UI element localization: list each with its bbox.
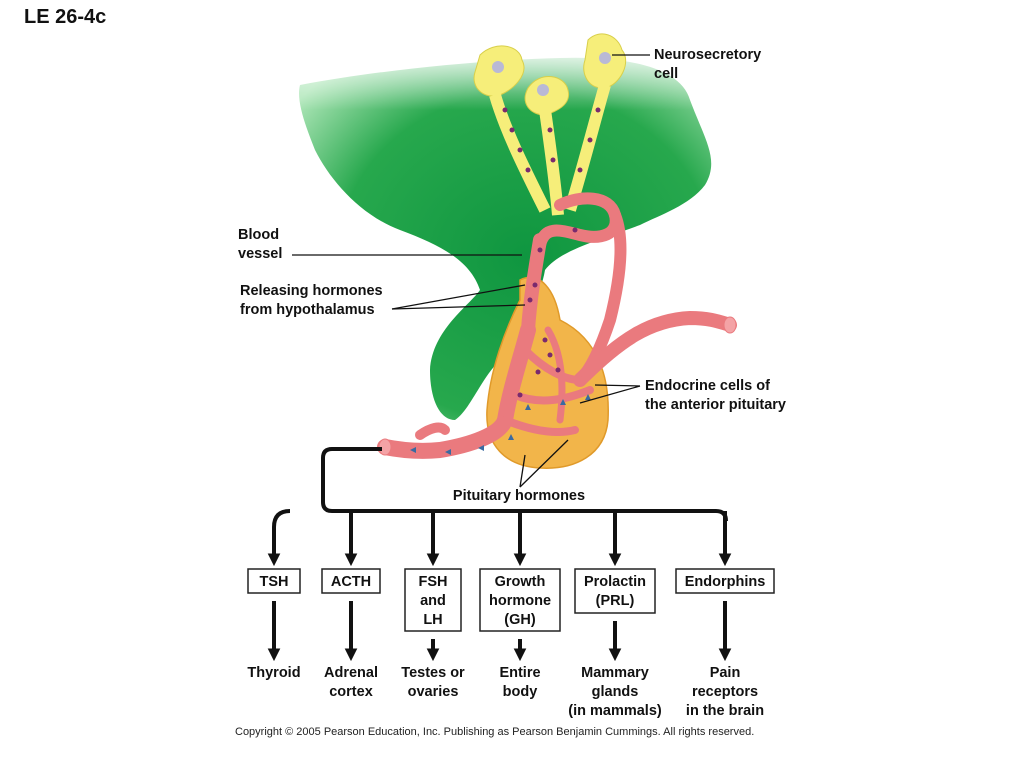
hormone-box-border <box>574 568 656 614</box>
label-blood-vessel: Blood vessel <box>238 227 282 262</box>
neurosecretory-cells <box>473 33 627 216</box>
hormone-box-border <box>479 568 561 632</box>
hormone-name-line: TSH <box>260 574 289 590</box>
label-pituitary-hormones: Pituitary hormones <box>453 488 585 504</box>
target-line: in the brain <box>686 703 764 719</box>
label-endocrine-cells: Endocrine cells of the anterior pituitar… <box>645 378 786 413</box>
target-line: glands <box>592 684 639 700</box>
target-line: Thyroid <box>247 665 300 681</box>
hormone-name-line: Endorphins <box>685 574 766 590</box>
target-line: Mammary <box>581 665 649 681</box>
figure-title: LE 26-4c <box>24 6 106 28</box>
blood-vessels <box>377 192 737 459</box>
hormone-name-line: hormone <box>489 593 551 609</box>
hormone-name-line: (GH) <box>504 612 536 628</box>
flow-arrows <box>267 511 732 662</box>
target-tsh: Thyroid <box>247 665 300 681</box>
hormone-box-border <box>321 568 381 594</box>
svg-text:Blood: Blood <box>238 227 279 243</box>
hormone-box-tsh: TSH <box>247 568 301 594</box>
target-line: receptors <box>692 684 758 700</box>
hormone-name-line: LH <box>423 612 442 628</box>
hormone-flow-tree <box>272 447 728 528</box>
hormone-name-line: FSH <box>419 574 448 590</box>
target-line: Entire <box>499 665 540 681</box>
target-line: body <box>503 684 538 700</box>
pituitary-hormone-markers <box>410 394 591 455</box>
svg-text:Releasing hormones: Releasing hormones <box>240 283 383 299</box>
target-endorphins: Pain receptors in the brain <box>686 665 764 719</box>
hormone-molecules <box>502 107 601 398</box>
hormone-box-border <box>404 568 462 632</box>
hormone-box-endorphins: Endorphins <box>675 568 775 594</box>
target-growth: Entire body <box>499 665 540 700</box>
target-prolactin: Mammary glands (in mammals) <box>568 665 662 719</box>
label-neurosecretory-cell: Neurosecretory cell <box>654 47 761 82</box>
leader-lines <box>292 54 650 488</box>
target-line: Pain <box>710 665 741 681</box>
hormone-box-prolactin: Prolactin (PRL) <box>574 568 656 614</box>
target-organs: Thyroid Adrenal cortex Testes or ovaries Enti… <box>247 665 764 719</box>
target-line: cortex <box>329 684 373 700</box>
hormone-name-line: ACTH <box>331 574 371 590</box>
target-acth: Adrenal cortex <box>324 665 378 700</box>
hormone-name-line: Prolactin <box>584 574 646 590</box>
hormone-box-border <box>247 568 301 594</box>
hormone-box-acth: ACTH <box>321 568 381 594</box>
hormone-name-line: Growth <box>495 574 546 590</box>
svg-text:vessel: vessel <box>238 246 282 262</box>
target-line: Adrenal <box>324 665 378 681</box>
svg-text:Endocrine cells of: Endocrine cells of <box>645 378 770 394</box>
hormone-name-line: and <box>420 593 446 609</box>
copyright-notice: Copyright © 2005 Pearson Education, Inc.… <box>235 726 754 738</box>
target-line: Testes or <box>401 665 465 681</box>
svg-text:Neurosecretory: Neurosecretory <box>654 47 761 63</box>
target-line: ovaries <box>408 684 459 700</box>
svg-text:the anterior pituitary: the anterior pituitary <box>645 397 786 413</box>
label-releasing-hormones: Releasing hormones from hypothalamus <box>240 283 383 318</box>
target-fsh: Testes or ovaries <box>401 665 465 700</box>
hormone-box-border <box>675 568 775 594</box>
hormone-name-line: (PRL) <box>596 593 635 609</box>
target-line: (in mammals) <box>568 703 662 719</box>
svg-text:cell: cell <box>654 66 678 82</box>
hormone-box-growth: Growth hormone (GH) <box>479 568 561 632</box>
svg-text:from hypothalamus: from hypothalamus <box>240 302 375 318</box>
